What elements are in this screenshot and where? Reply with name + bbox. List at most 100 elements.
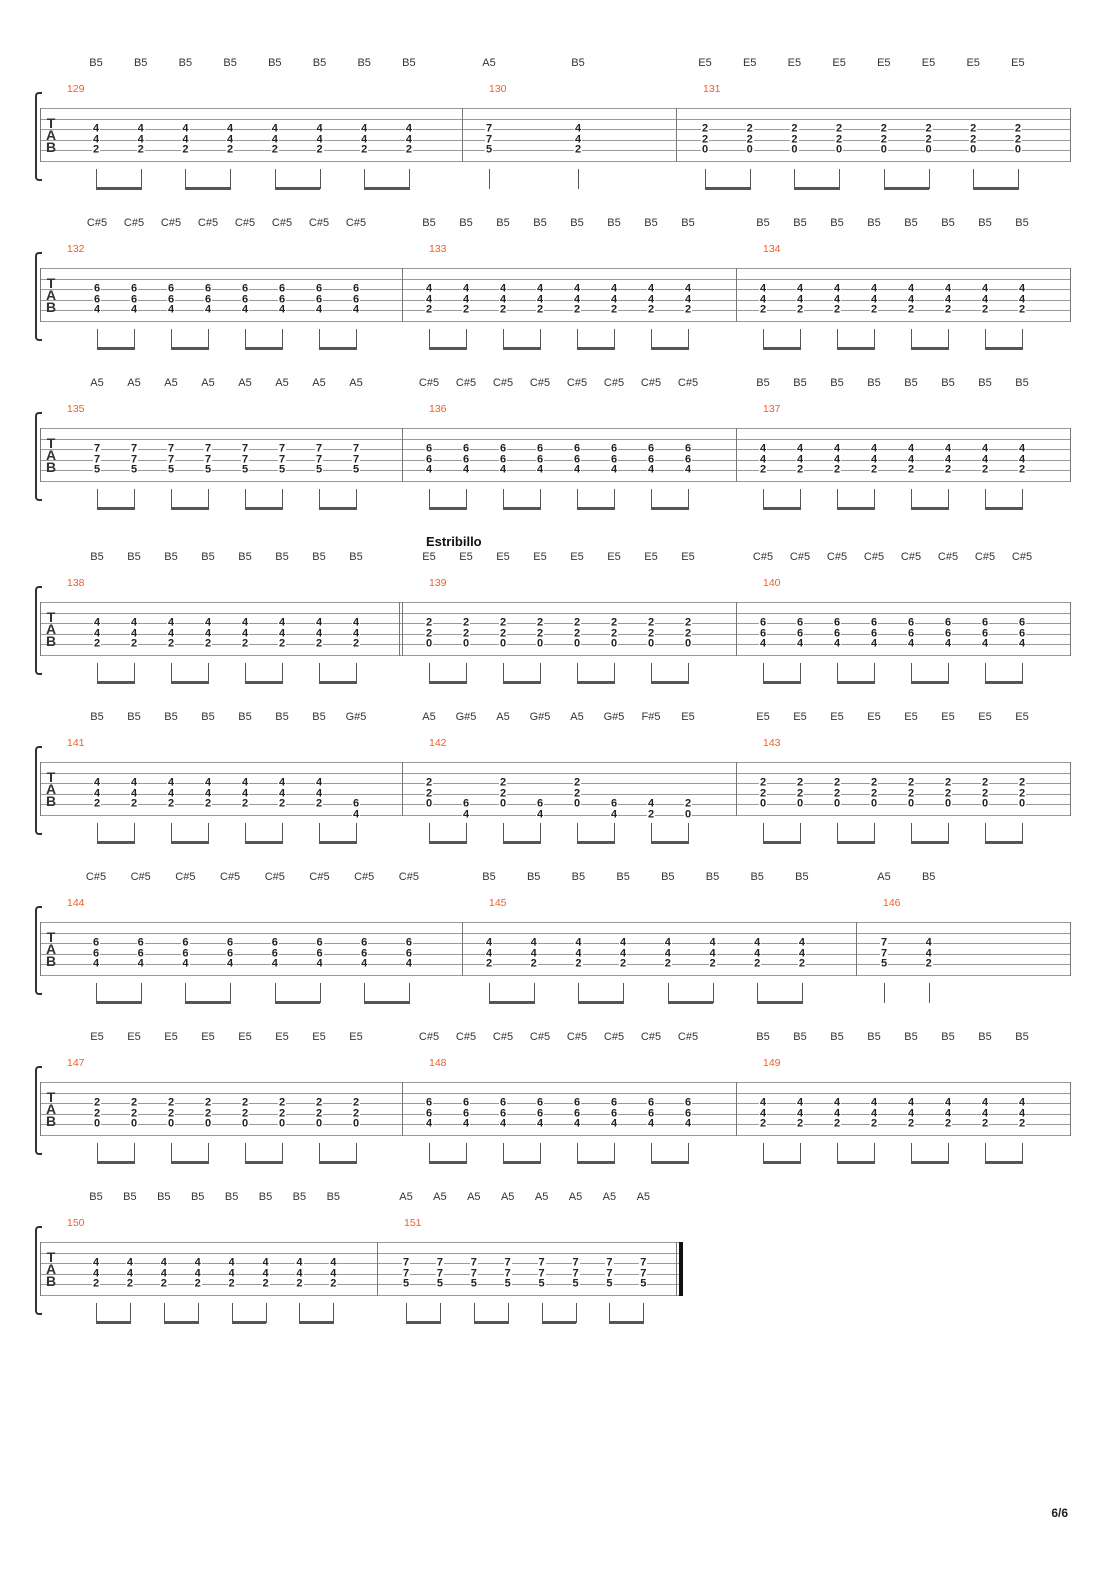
tab-clef-letter: B — [45, 953, 57, 969]
fret-number: 4 — [277, 303, 287, 316]
fret-number: 2 — [835, 122, 844, 135]
note-stem — [282, 1143, 283, 1163]
fret-number: 4 — [758, 442, 768, 455]
chord-name: C#5 — [175, 871, 196, 883]
fret-number: 4 — [980, 293, 990, 306]
fret-number: 4 — [193, 1256, 202, 1269]
chord-name: B5 — [904, 217, 918, 229]
tab-clef-letter: A — [45, 1101, 57, 1117]
note-stem — [134, 663, 135, 683]
chord-name: B5 — [756, 217, 770, 229]
fret-number: 7 — [92, 453, 102, 466]
fret-number: 6 — [92, 282, 102, 295]
fret-number: 6 — [424, 1107, 434, 1120]
fret-number: 0 — [277, 1117, 287, 1130]
fret-number: 4 — [351, 808, 361, 821]
fret-number: 4 — [315, 122, 324, 135]
barline — [402, 428, 403, 482]
note-stem — [466, 823, 467, 843]
fret-number: 2 — [498, 627, 508, 640]
fret-number: 4 — [795, 293, 805, 306]
fret-number: 6 — [683, 1107, 693, 1120]
chord-name: C#5 — [900, 551, 922, 563]
chord-name: B5 — [201, 551, 215, 563]
fret-number: 7 — [166, 453, 176, 466]
fret-number: 4 — [758, 637, 768, 650]
chord-name: B5 — [607, 217, 621, 229]
fret-number: 4 — [906, 293, 916, 306]
barline — [736, 602, 737, 656]
measure-number: 140 — [763, 577, 781, 589]
system-brace — [35, 906, 42, 995]
note-stem — [97, 663, 98, 683]
fret-number: 2 — [1017, 303, 1027, 316]
note-stem — [837, 663, 838, 683]
note-beam — [541, 1321, 577, 1324]
note-stem — [282, 489, 283, 509]
fret-number: 6 — [572, 453, 582, 466]
chord-name: E5 — [904, 711, 918, 723]
string-line — [40, 481, 1070, 482]
tab-clef-letter: A — [45, 1261, 57, 1277]
fret-number: 5 — [435, 1277, 444, 1290]
system-brace — [35, 1066, 42, 1155]
fret-number: 4 — [277, 627, 287, 640]
chord-name: E5 — [966, 57, 980, 69]
chord-name: C#5 — [234, 217, 256, 229]
fret-number: 4 — [869, 293, 879, 306]
fret-number: 4 — [609, 808, 619, 821]
chord-name: B5 — [238, 711, 252, 723]
fret-number: 7 — [277, 442, 287, 455]
fret-number: 5 — [129, 463, 139, 476]
fret-number: 2 — [879, 133, 888, 146]
barline — [402, 1082, 403, 1136]
chord-name: B5 — [89, 57, 103, 69]
chord-name: B5 — [258, 1191, 273, 1203]
fret-number: 6 — [683, 442, 693, 455]
fret-number: 5 — [240, 463, 250, 476]
fret-number: 0 — [424, 797, 434, 810]
fret-number: 4 — [572, 463, 582, 476]
chord-name: A5 — [164, 377, 178, 389]
fret-number: 2 — [424, 627, 434, 640]
fret-number: 4 — [573, 133, 583, 146]
fret-number: 4 — [424, 282, 434, 295]
chord-name: C#5 — [640, 1031, 662, 1043]
fret-number: 2 — [1013, 122, 1022, 135]
chord-name: A5 — [636, 1191, 651, 1203]
measure-number: 135 — [67, 403, 85, 415]
fret-number: 2 — [753, 957, 762, 970]
fret-number: 2 — [797, 957, 806, 970]
note-beam — [319, 347, 357, 350]
note-stem — [948, 823, 949, 843]
fret-number: 6 — [609, 797, 619, 810]
note-stem — [230, 169, 232, 189]
fret-number: 5 — [314, 463, 324, 476]
fret-number: 0 — [1017, 797, 1027, 810]
note-beam — [97, 347, 135, 350]
fret-number: 2 — [943, 463, 953, 476]
chord-name: B5 — [268, 57, 282, 69]
fret-number: 4 — [227, 1256, 236, 1269]
fret-number: 4 — [869, 1096, 879, 1109]
fret-number: 6 — [461, 1096, 471, 1109]
fret-number: 6 — [277, 293, 287, 306]
chord-name: B5 — [756, 377, 770, 389]
chord-name: A5 — [500, 1191, 515, 1203]
fret-number: 4 — [91, 122, 101, 135]
fret-number: 4 — [795, 453, 805, 466]
chord-name: C#5 — [86, 217, 108, 229]
fret-number: 2 — [969, 122, 978, 135]
fret-number: 4 — [795, 442, 805, 455]
chord-name: A5 — [877, 871, 891, 883]
note-stem — [197, 1303, 199, 1323]
note-beam — [97, 1161, 135, 1164]
fret-number: 4 — [166, 776, 176, 789]
note-beam — [651, 841, 689, 844]
fret-number: 0 — [129, 1117, 139, 1130]
fret-number: 5 — [92, 463, 102, 476]
string-line — [40, 470, 1070, 472]
fret-number: 4 — [351, 303, 361, 316]
tab-clef-letter: B — [45, 633, 57, 649]
note-beam — [837, 1161, 875, 1164]
